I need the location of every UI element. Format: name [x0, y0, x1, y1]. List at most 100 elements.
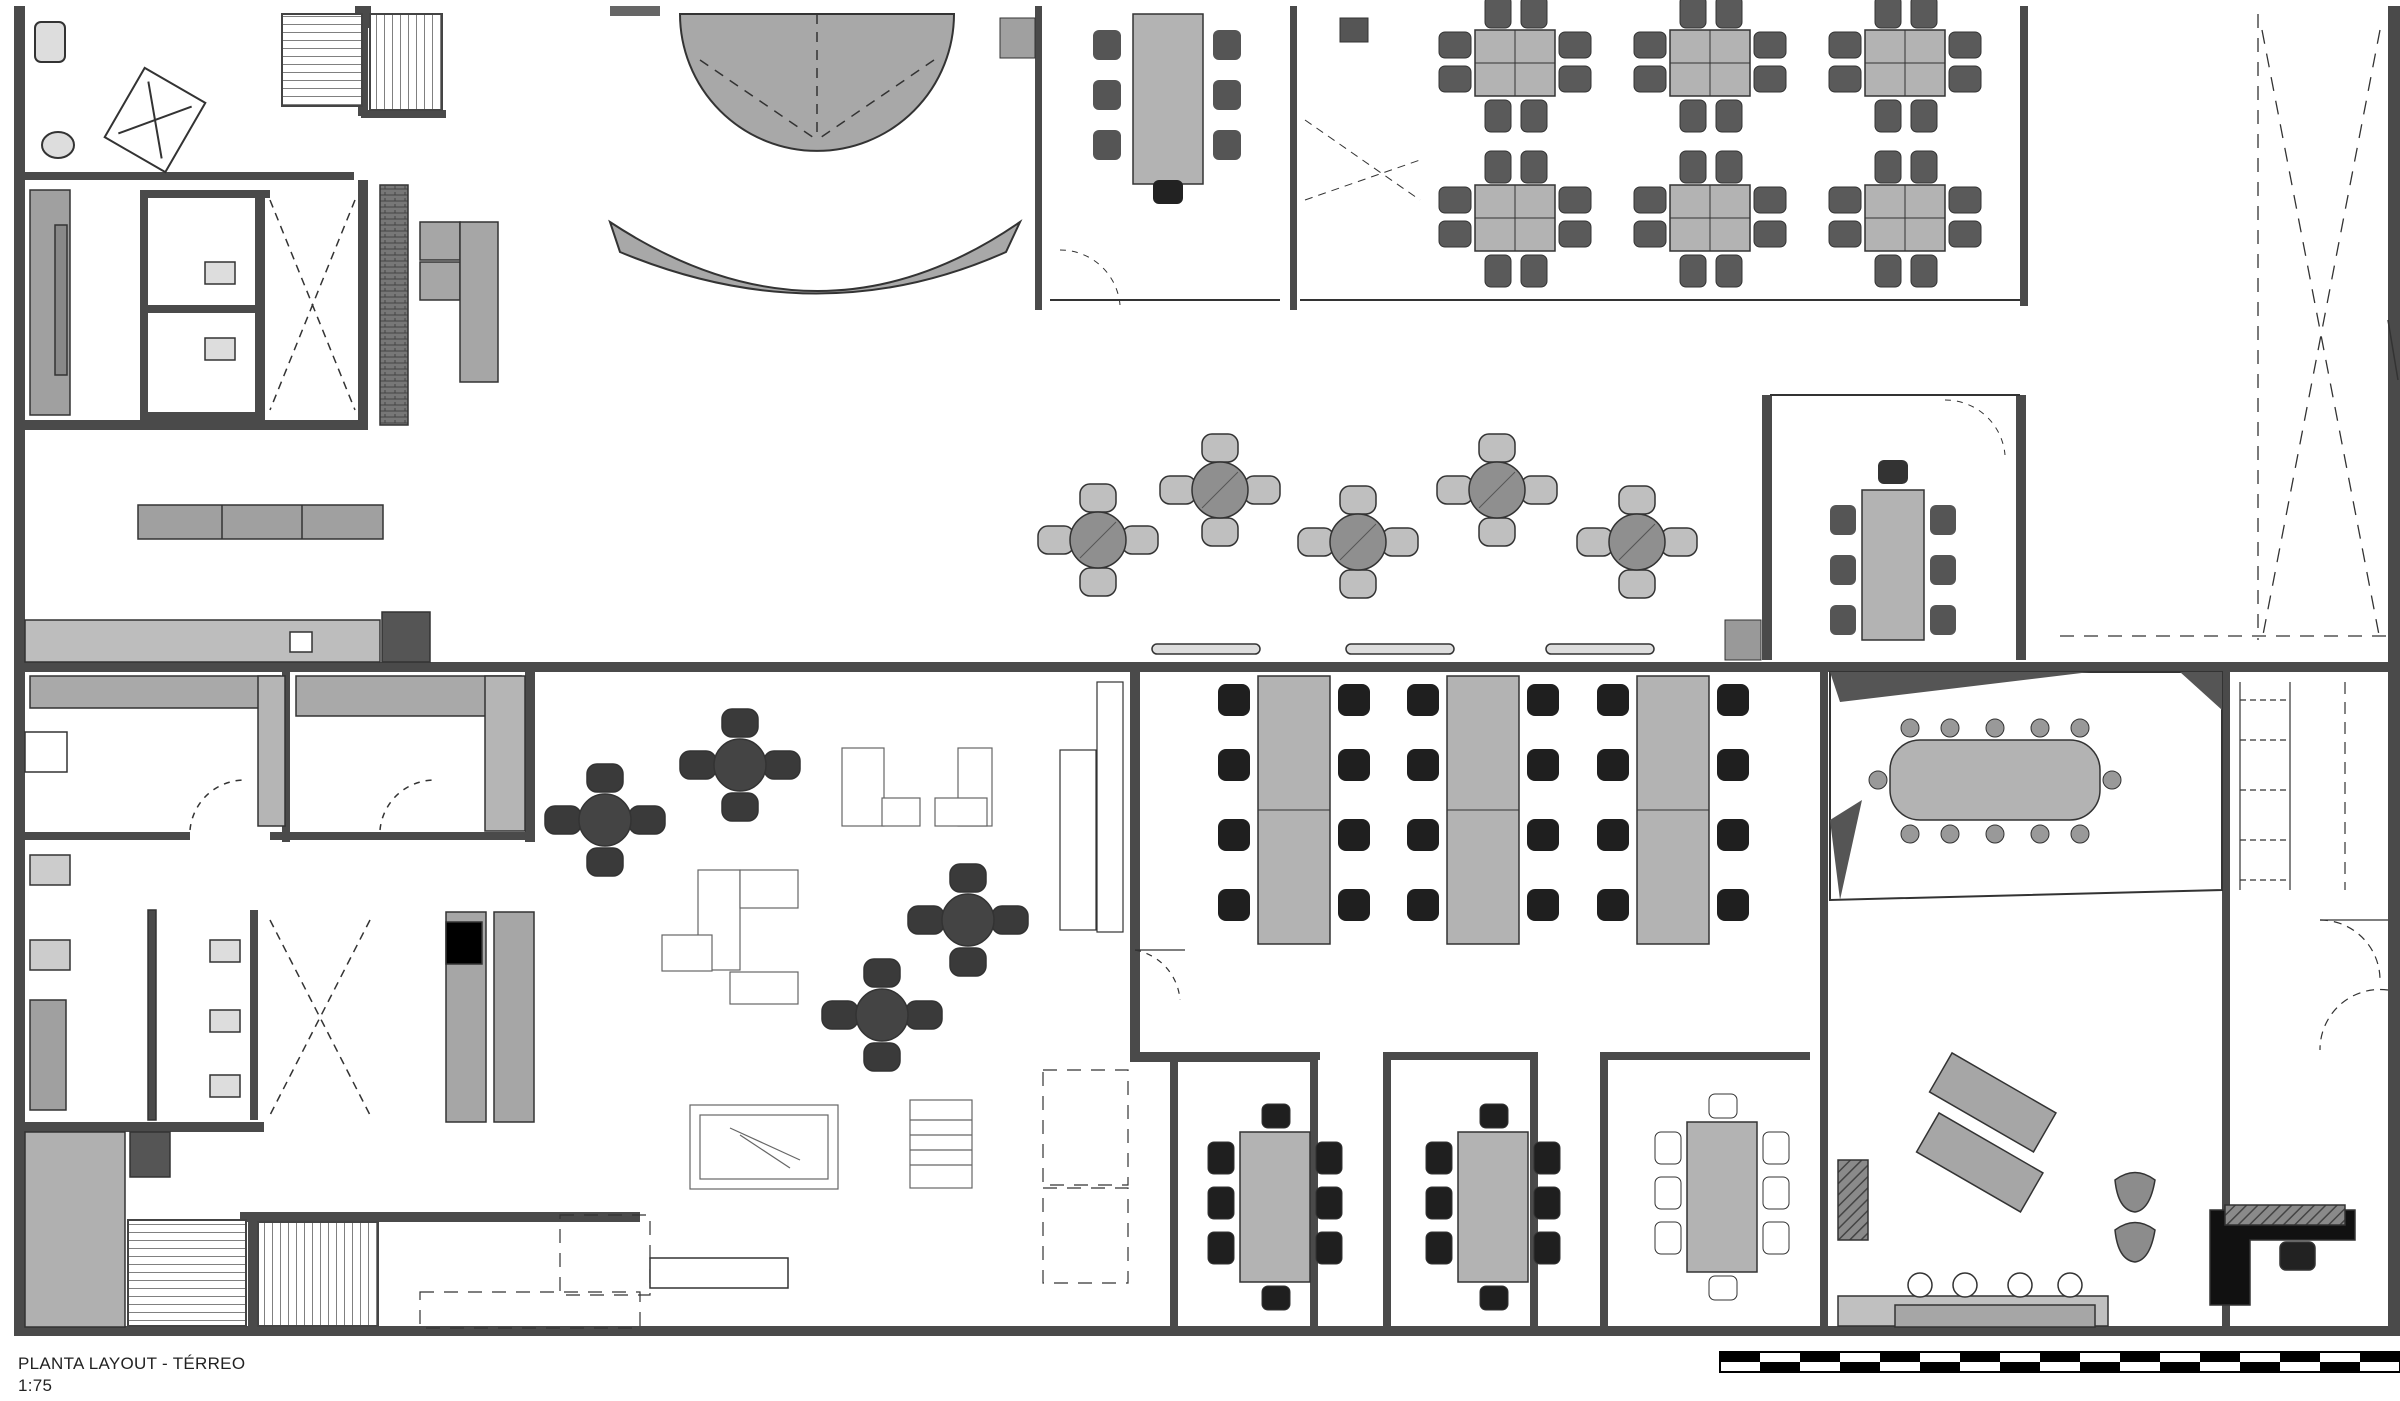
desk-cluster — [1828, 150, 1982, 288]
stairs-lower — [127, 1219, 379, 1327]
bistro-tables — [1151, 643, 1655, 655]
chair — [1753, 220, 1787, 248]
chair — [1633, 65, 1667, 93]
chair — [1201, 433, 1239, 463]
chair — [1381, 527, 1419, 557]
chair — [1533, 1141, 1561, 1175]
chair — [1315, 1141, 1343, 1175]
chair — [1297, 527, 1335, 557]
chair — [2070, 824, 2090, 844]
small-meeting-rooms — [1207, 1093, 1790, 1311]
chair — [1717, 889, 1749, 921]
round-table — [941, 893, 995, 947]
chair — [1715, 254, 1743, 288]
round-table-set — [1159, 433, 1281, 547]
open-office-top-frame — [1300, 17, 2020, 301]
scale-bar-segment — [1920, 1362, 1960, 1372]
round-table-set — [907, 863, 1029, 977]
lobby-bench — [137, 504, 384, 540]
chair — [949, 863, 987, 893]
chair — [1218, 889, 1250, 921]
chair — [1339, 485, 1377, 515]
chair — [1438, 220, 1472, 248]
chair — [1338, 889, 1370, 921]
chair — [1762, 1131, 1790, 1165]
chair — [1762, 1176, 1790, 1210]
chair — [1079, 483, 1117, 513]
chair — [1660, 527, 1698, 557]
cafe-round-tables — [544, 433, 1698, 1072]
chair — [1948, 65, 1982, 93]
chair — [1425, 1231, 1453, 1265]
wall-counter-mid — [1059, 681, 1185, 1001]
meeting-room-right — [1724, 394, 2026, 661]
scale-bar-segment — [2280, 1352, 2320, 1362]
chair — [1121, 525, 1159, 555]
chair — [544, 805, 582, 835]
table-hatch — [1618, 523, 1656, 561]
chair — [1708, 1093, 1738, 1119]
lounge-bench-lower — [649, 1257, 789, 1289]
chair — [1597, 684, 1629, 716]
chair — [1558, 186, 1592, 214]
chair — [1243, 475, 1281, 505]
meeting-table-set — [1654, 1093, 1790, 1301]
chair — [1520, 99, 1548, 133]
interior-walls — [14, 6, 2400, 1332]
chair — [1910, 254, 1938, 288]
chair — [1339, 569, 1377, 599]
chair — [763, 750, 801, 780]
chair — [907, 905, 945, 935]
chair — [2030, 824, 2050, 844]
desk-cluster — [1828, 0, 1982, 133]
chair — [1618, 485, 1656, 515]
scale-bar-segment — [1720, 1352, 1760, 1362]
drawing-title: PLANTA LAYOUT - TÉRREO — [18, 1354, 246, 1373]
chair — [1527, 889, 1559, 921]
chair — [1940, 718, 1960, 738]
open-office-desks-top — [1438, 0, 1982, 288]
desk-cluster — [1633, 0, 1787, 133]
chair — [1527, 749, 1559, 781]
chair — [1715, 99, 1743, 133]
round-table-set — [544, 763, 666, 877]
chair — [1218, 749, 1250, 781]
bench-desk-column — [1407, 675, 1559, 945]
restroom-block-lower — [24, 854, 371, 1328]
chair — [1679, 150, 1707, 184]
chair — [586, 847, 624, 877]
chair — [1910, 99, 1938, 133]
chair — [1407, 749, 1439, 781]
meeting-table-set — [1207, 1103, 1343, 1311]
scale-bar-segment — [2000, 1362, 2040, 1372]
pantry-counter — [24, 611, 431, 663]
chair — [1753, 65, 1787, 93]
chair — [1654, 1131, 1682, 1165]
chair — [1654, 1221, 1682, 1255]
desk-cluster — [1438, 0, 1592, 133]
chair — [1900, 824, 1920, 844]
stairs-upper — [281, 13, 443, 111]
chair — [1633, 220, 1667, 248]
chair — [905, 1000, 943, 1030]
chair — [2102, 770, 2122, 790]
chair — [1201, 517, 1239, 547]
lobby-sofa — [419, 221, 499, 383]
meeting-table — [1239, 1131, 1311, 1283]
boardroom — [1829, 671, 2223, 902]
reception-curved-desk — [608, 219, 1023, 295]
chair — [1717, 684, 1749, 716]
chair — [586, 763, 624, 793]
accessible-restroom — [34, 21, 207, 174]
chair — [1597, 889, 1629, 921]
bench-desk-column — [1218, 675, 1370, 945]
chair — [1597, 819, 1629, 851]
chair — [1717, 749, 1749, 781]
facade-dashed — [2060, 14, 2390, 641]
scale-bar-segment — [2200, 1352, 2240, 1362]
chair — [1558, 220, 1592, 248]
chair — [1520, 475, 1558, 505]
round-table — [713, 738, 767, 792]
chair — [1874, 99, 1902, 133]
